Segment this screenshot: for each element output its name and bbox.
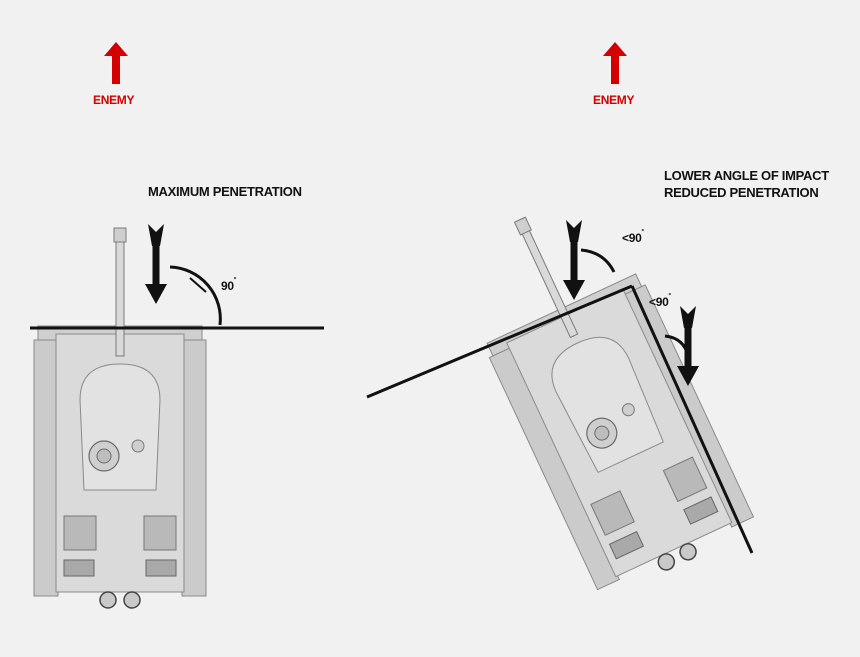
shell-arrow-icon bbox=[145, 224, 167, 304]
caption-lower-angle: LOWER ANGLE OF IMPACT bbox=[664, 168, 829, 183]
angle-label-front: <90˚ bbox=[622, 228, 645, 245]
right-panel bbox=[366, 42, 760, 602]
tank-top-view-icon bbox=[441, 182, 760, 602]
angle-label-90: 90˚ bbox=[221, 276, 237, 293]
front-armor-line bbox=[366, 284, 633, 399]
enemy-label-right: ENEMY bbox=[593, 93, 635, 107]
enemy-label-left: ENEMY bbox=[93, 93, 135, 107]
tank-top-view-icon bbox=[33, 227, 207, 609]
shell-arrow-icon bbox=[563, 220, 585, 300]
front-angle-arc bbox=[580, 248, 616, 273]
caption-maximum-penetration: MAXIMUM PENETRATION bbox=[148, 184, 302, 199]
left-panel bbox=[30, 42, 324, 609]
enemy-direction-arrow-icon bbox=[603, 42, 627, 84]
angle-label-side: <90˚ bbox=[649, 292, 672, 309]
enemy-direction-arrow-icon bbox=[104, 42, 128, 84]
right-angle-tick bbox=[189, 277, 207, 293]
right-angle-arc bbox=[169, 265, 222, 326]
caption-reduced-penetration: REDUCED PENETRATION bbox=[664, 185, 819, 200]
side-armor-line bbox=[630, 285, 754, 554]
